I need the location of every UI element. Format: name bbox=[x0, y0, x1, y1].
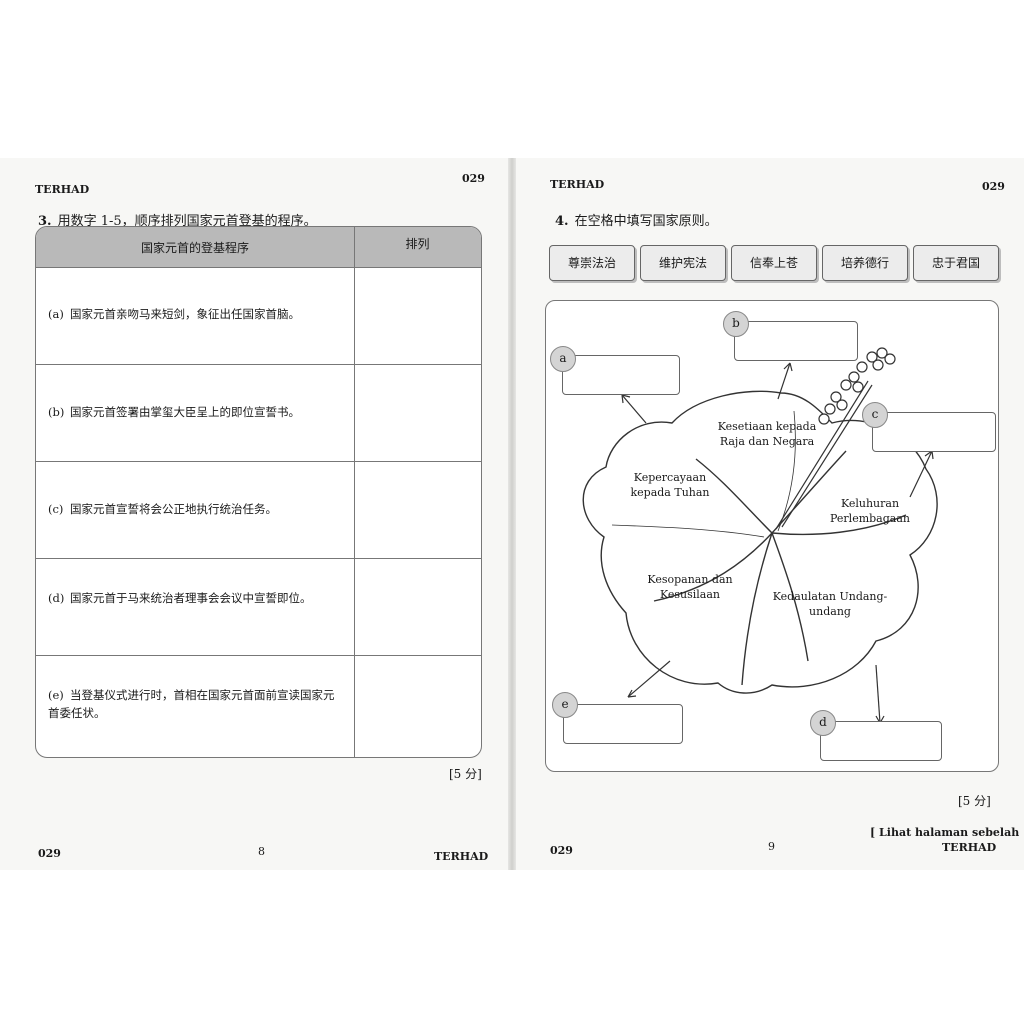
petal-label-bottom-right: Kedaulatan Undang-undang bbox=[772, 590, 888, 618]
hibiscus-flower-icon bbox=[582, 347, 938, 724]
option-chip: 维护宪法 bbox=[640, 245, 726, 281]
petal-label-left: Kepercayaan kepada Tuhan bbox=[630, 471, 710, 499]
header-terhad-left: TERHAD bbox=[35, 183, 90, 196]
footer-page-8: 8 bbox=[258, 845, 265, 858]
option-chip: 忠于君国 bbox=[913, 245, 999, 281]
table-row: (e)当登基仪式进行时，首相在国家元首面前宣读国家元首委任状。 bbox=[36, 655, 481, 757]
footer-terhad-right: TERHAD bbox=[942, 841, 997, 854]
answer-box-a[interactable] bbox=[562, 355, 680, 395]
marks-right: [5 分] bbox=[958, 794, 991, 808]
question-4-number: 4. bbox=[555, 214, 569, 229]
header-code-right: 029 bbox=[982, 180, 1005, 193]
question-4-text: 在空格中填写国家原则。 bbox=[574, 214, 718, 229]
table-row: (a)国家元首亲吻马来短剑，象征出任国家首脑。 bbox=[36, 267, 481, 364]
answer-box-c[interactable] bbox=[872, 412, 996, 452]
column-header-rank: 排列 bbox=[405, 237, 430, 251]
option-chip: 培养德行 bbox=[822, 245, 908, 281]
answer-box-d[interactable] bbox=[820, 721, 942, 761]
option-chip: 信奉上苍 bbox=[731, 245, 817, 281]
answer-label-b: b bbox=[723, 311, 749, 337]
row-c-text: (c)国家元首宣誓将会公正地执行统治任务。 bbox=[48, 502, 277, 516]
answer-label-c: c bbox=[862, 402, 888, 428]
footer-code-left: 029 bbox=[38, 847, 61, 860]
footer-page-9: 9 bbox=[768, 840, 775, 853]
table-row: (c)国家元首宣誓将会公正地执行统治任务。 bbox=[36, 461, 481, 559]
petal-label-top: Kesetiaan kepada Raja dan Negara bbox=[717, 420, 817, 448]
question-3-text: 用数字 1-5，顺序排列国家元首登基的程序。 bbox=[57, 214, 317, 229]
table-row: (b)国家元首签署由掌玺大臣呈上的即位宣誓书。 bbox=[36, 364, 481, 462]
row-a-text: (a)国家元首亲吻马来短剑，象征出任国家首脑。 bbox=[48, 307, 300, 321]
row-b-text: (b)国家元首签署由掌玺大臣呈上的即位宣誓书。 bbox=[48, 405, 300, 419]
row-d-text: (d)国家元首于马来统治者理事会会议中宣誓即位。 bbox=[48, 591, 312, 605]
petal-label-right: Keluhuran Perlembagaan bbox=[830, 497, 910, 525]
book-spine bbox=[508, 158, 516, 870]
header-terhad-right: TERHAD bbox=[550, 178, 605, 191]
column-header-procedure: 国家元首的登基程序 bbox=[140, 241, 249, 255]
answer-label-e: e bbox=[552, 692, 578, 718]
footer-terhad-left: TERHAD bbox=[434, 850, 489, 863]
option-chip: 尊崇法治 bbox=[549, 245, 635, 281]
footer-next-page: [ Lihat halaman sebelah bbox=[870, 826, 1020, 839]
row-e-text: (e)当登基仪式进行时，首相在国家元首面前宣读国家元首委任状。 bbox=[48, 688, 335, 720]
question-3-number: 3. bbox=[38, 214, 52, 229]
question-4: 4. 在空格中填写国家原则。 bbox=[555, 210, 718, 229]
answer-box-e[interactable] bbox=[563, 704, 683, 744]
marks-left: [5 分] bbox=[449, 767, 482, 781]
answer-label-a: a bbox=[550, 346, 576, 372]
footer-code-right: 029 bbox=[550, 844, 573, 857]
ordering-table: 国家元首的登基程序 排列 (a)国家元首亲吻马来短剑，象征出任国家首脑。 (b)… bbox=[35, 226, 482, 758]
question-3: 3. 用数字 1-5，顺序排列国家元首登基的程序。 bbox=[38, 210, 317, 229]
column-divider bbox=[354, 227, 355, 757]
header-code-left: 029 bbox=[462, 172, 485, 185]
table-row: (d)国家元首于马来统治者理事会会议中宣誓即位。 bbox=[36, 558, 481, 656]
answer-label-d: d bbox=[810, 710, 836, 736]
table-header: 国家元首的登基程序 排列 bbox=[36, 227, 481, 268]
answer-box-b[interactable] bbox=[734, 321, 858, 361]
petal-label-bottom-left: Kesopanan dan Kesusilaan bbox=[647, 573, 733, 601]
